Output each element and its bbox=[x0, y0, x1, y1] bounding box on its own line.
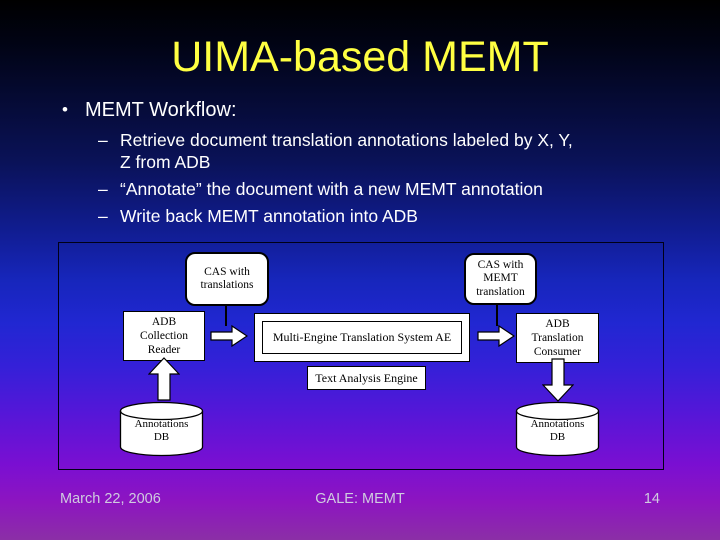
sub-bullet-text: “Annotate” the document with a new MEMT … bbox=[120, 179, 543, 199]
connector-line-right bbox=[496, 300, 498, 326]
flow-arrow-right-icon bbox=[477, 324, 516, 348]
cas-translations-node: CAS with translations bbox=[185, 252, 269, 306]
sub-bullet-list: – Retrieve document translation annotati… bbox=[98, 129, 658, 232]
dash-marker: – bbox=[98, 206, 108, 226]
bullet-marker: • bbox=[62, 100, 68, 119]
flow-arrow-right-icon bbox=[210, 324, 249, 348]
mt-system-ae-label: Multi-Engine Translation System AE bbox=[262, 321, 462, 354]
sub-bullet-item: – Retrieve document translation annotati… bbox=[98, 129, 658, 173]
adb-translation-consumer-node: ADB Translation Consumer bbox=[516, 313, 599, 363]
adb-collection-reader-node: ADB Collection Reader bbox=[123, 311, 205, 361]
database-cylinder-icon bbox=[119, 401, 204, 457]
footer-title: GALE: MEMT bbox=[315, 491, 405, 507]
slide-title: UIMA-based MEMT bbox=[171, 33, 549, 81]
bullet-heading: • MEMT Workflow: bbox=[62, 99, 237, 122]
annotations-db-left-node: Annotations DB bbox=[119, 401, 204, 457]
mt-system-ae-node: Multi-Engine Translation System AE bbox=[254, 313, 470, 362]
sub-bullet-text: Write back MEMT annotation into ADB bbox=[120, 206, 418, 226]
sub-bullet-text: Retrieve document translation annotation… bbox=[120, 130, 573, 172]
workflow-diagram: CAS with translations CAS with MEMT tran… bbox=[58, 242, 664, 470]
flow-arrow-down-icon bbox=[541, 358, 575, 402]
dash-marker: – bbox=[98, 179, 108, 199]
flow-arrow-up-icon bbox=[147, 357, 181, 401]
annotations-db-label: Annotations DB bbox=[530, 418, 585, 443]
database-cylinder-icon bbox=[515, 401, 600, 457]
sub-bullet-item: – Write back MEMT annotation into ADB bbox=[98, 205, 658, 227]
bullet-heading-text: MEMT Workflow: bbox=[85, 99, 237, 121]
sub-bullet-item: – “Annotate” the document with a new MEM… bbox=[98, 178, 658, 200]
annotations-db-right-node: Annotations DB bbox=[515, 401, 600, 457]
connector-line-left bbox=[225, 302, 227, 326]
dash-marker: – bbox=[98, 130, 108, 150]
footer-date: March 22, 2006 bbox=[60, 491, 161, 507]
annotations-db-label: Annotations DB bbox=[134, 418, 189, 443]
footer-page-number: 14 bbox=[643, 491, 660, 507]
text-analysis-engine-node: Text Analysis Engine bbox=[307, 366, 426, 390]
cas-memt-translation-node: CAS with MEMT translation bbox=[464, 253, 537, 305]
